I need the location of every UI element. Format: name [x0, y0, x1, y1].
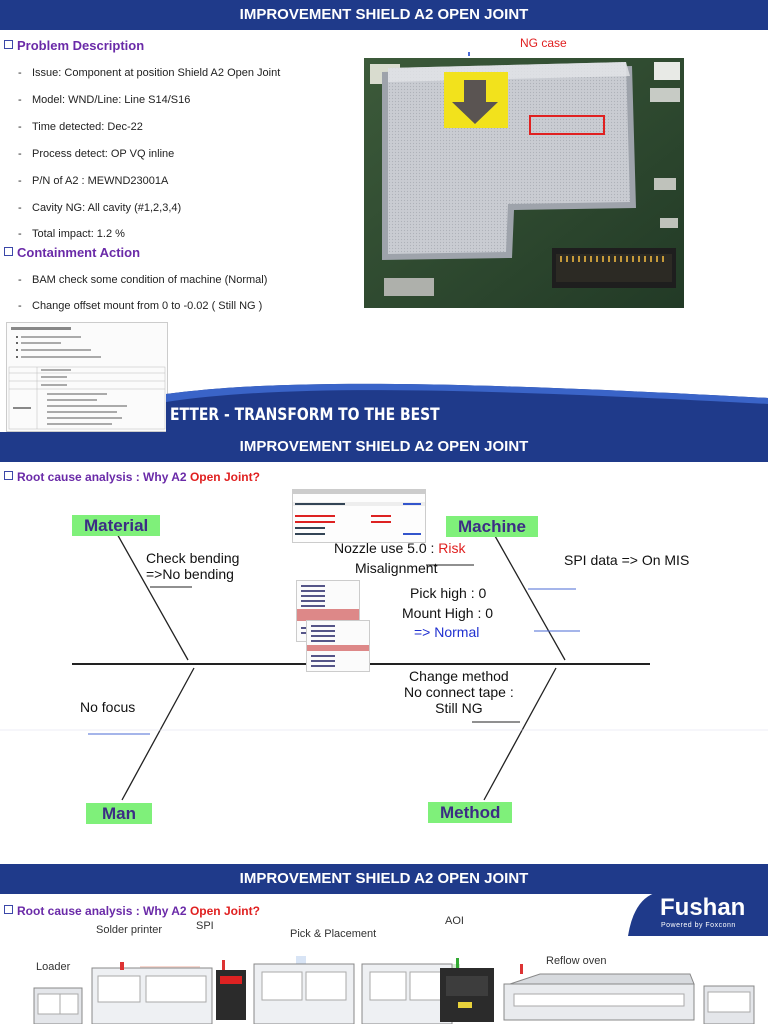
- method-tag: Method: [428, 802, 513, 823]
- slide-3-title: IMPROVEMENT SHIELD A2 OPEN JOINT: [0, 864, 768, 894]
- root-cause-heading: Root cause analysis : Why A2 Open Joint?: [4, 904, 260, 918]
- machine-tag: Machine: [446, 516, 539, 537]
- problem-item: -P/N of A2 : MEWND23001A: [18, 175, 169, 187]
- slide-3: IMPROVEMENT SHIELD A2 OPEN JOINT Root ca…: [0, 864, 768, 1024]
- label-loader: Loader: [36, 961, 71, 973]
- problem-item: -Time detected: Dec-22: [18, 121, 143, 133]
- checkbox-bullet-icon: [4, 471, 13, 480]
- reflow-oven-machine: [503, 964, 695, 1021]
- tick-mark: [468, 52, 470, 56]
- problem-item: -Model: WND/Line: Line S14/S16: [18, 94, 191, 106]
- fushan-logo-background: [628, 892, 768, 936]
- spi-machine: [216, 960, 246, 1020]
- slide-2: IMPROVEMENT SHIELD A2 OPEN JOINT Root ca…: [0, 432, 768, 864]
- pick-and-placement-machines: [253, 963, 453, 1024]
- containment-item: -Change offset mount from 0 to -0.02 ( S…: [18, 300, 263, 312]
- nozzle-misalignment-text: Misalignment: [355, 560, 438, 576]
- loader-machine: [33, 987, 83, 1024]
- slogan-banner-background: [166, 383, 768, 432]
- solder-printer-machine: [91, 962, 213, 1024]
- mount-high-text: Mount High : 0: [402, 605, 494, 621]
- spi-data-text: SPI data => On MIS: [564, 552, 690, 568]
- label-aoi: AOI: [445, 915, 464, 927]
- label-spi: SPI: [196, 920, 214, 932]
- report-thumbnail-graphic: [7, 323, 167, 431]
- fushan-logo-subtitle: Powered by Foxconn: [661, 922, 736, 929]
- problem-item: -Total impact: 1.2 %: [18, 228, 125, 240]
- material-bone: [115, 531, 189, 661]
- checkbox-bullet-icon: [4, 905, 13, 914]
- man-tag: Man: [86, 803, 152, 824]
- check-bending-text: Check bending =>No bending: [146, 550, 240, 582]
- embedded-report-thumbnail: [6, 322, 168, 432]
- checkbox-bullet-icon: [4, 247, 13, 256]
- label-solder-printer: Solder printer: [96, 924, 163, 936]
- aoi-machine: [440, 958, 494, 1022]
- fushan-logo: Fushan: [660, 894, 746, 921]
- shield-a2-photo: [364, 58, 684, 308]
- nozzle-setting-screenshot: [306, 620, 370, 672]
- slide-2-title: IMPROVEMENT SHIELD A2 OPEN JOINT: [0, 432, 768, 462]
- label-reflow-oven: Reflow oven: [546, 955, 607, 967]
- no-focus-text: No focus: [80, 699, 136, 715]
- problem-item: -Process detect: OP VQ inline: [18, 148, 175, 160]
- method-bone: [483, 667, 557, 801]
- problem-description-heading: Problem Description: [4, 38, 144, 53]
- machine-bone: [494, 535, 566, 661]
- containment-action-heading: Containment Action: [4, 245, 140, 260]
- nozzle-table-graphic: [307, 621, 369, 671]
- root-cause-heading: Root cause analysis : Why A2 Open Joint?: [4, 470, 260, 484]
- smt-production-line-illustration: [33, 956, 755, 1024]
- unloader-machine: [703, 985, 755, 1024]
- nozzle-text: Nozzle use 5.0 : Risk: [334, 540, 466, 556]
- slide-1: IMPROVEMENT SHIELD A2 OPEN JOINT Problem…: [0, 0, 768, 432]
- normal-text: => Normal: [414, 624, 480, 640]
- material-tag: Material: [72, 515, 161, 536]
- man-bone: [121, 667, 195, 801]
- change-method-text: Change method No connect tape : Still NG: [404, 668, 514, 716]
- checkbox-bullet-icon: [4, 40, 13, 49]
- machine-parameter-screenshot: [292, 489, 426, 543]
- parameter-table-graphic: [293, 490, 425, 535]
- problem-item: -Cavity NG: All cavity (#1,2,3,4): [18, 202, 182, 214]
- ng-case-label: NG case: [520, 36, 567, 50]
- containment-item: -BAM check some condition of machine (No…: [18, 274, 268, 286]
- problem-item: -Issue: Component at position Shield A2 …: [18, 67, 281, 79]
- slogan-text: ETTER - TRANSFORM TO THE BEST: [170, 405, 440, 425]
- slide-1-title: IMPROVEMENT SHIELD A2 OPEN JOINT: [0, 0, 768, 30]
- label-pick-placement: Pick & Placement: [290, 928, 377, 940]
- pick-high-text: Pick high : 0: [410, 585, 487, 601]
